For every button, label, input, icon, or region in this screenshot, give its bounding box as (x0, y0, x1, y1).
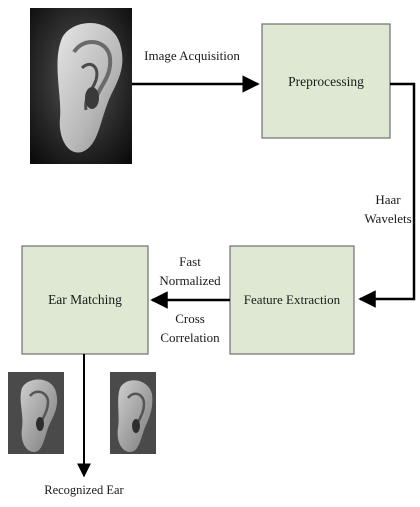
edge-label-fncc-line1: Fast (179, 254, 201, 269)
edge-label-fncc-line3: Cross (175, 311, 205, 326)
feature-extraction-label: Feature Extraction (244, 292, 341, 307)
ear-matching-box: Ear Matching (22, 246, 148, 354)
database-ear-image-left (8, 372, 64, 454)
edge-label-fncc-line4: Correlation (160, 330, 220, 345)
preprocessing-box: Preprocessing (262, 24, 390, 138)
edge-label-fncc-line2: Normalized (159, 273, 221, 288)
edge-label-haar-line2: Wavelets (364, 211, 411, 226)
feature-extraction-box: Feature Extraction (230, 246, 354, 354)
input-ear-image (30, 8, 132, 164)
edge-label-acquisition: Image Acquisition (144, 48, 240, 63)
edge-label-haar-line1: Haar (375, 192, 401, 207)
ear-matching-label: Ear Matching (48, 292, 122, 307)
edge-label-output: Recognized Ear (44, 483, 124, 497)
database-ear-image-right (110, 372, 156, 454)
preprocessing-label: Preprocessing (288, 74, 364, 89)
